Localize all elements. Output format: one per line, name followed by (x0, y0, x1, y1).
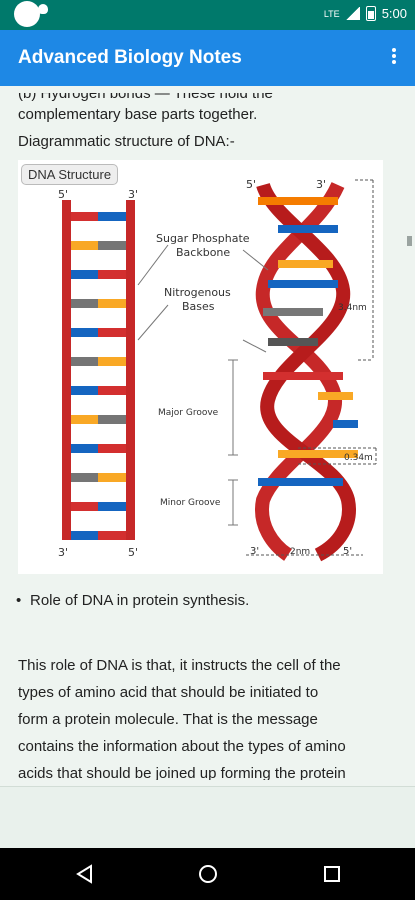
article-content[interactable]: (b) Hydrogen bonds — These hold the comp… (0, 86, 415, 786)
measure-width: 2nm (290, 547, 310, 557)
home-icon[interactable] (198, 864, 218, 884)
base-g (98, 328, 126, 337)
measure-pitch: 3.4nm (338, 303, 367, 313)
helix-bottom-right-label: 5' (343, 546, 352, 557)
base-c (71, 328, 98, 337)
bottom-panel (0, 786, 415, 849)
base-t (98, 357, 126, 366)
ladder-bottom-left-label: 3' (58, 546, 68, 559)
label-backbone-line2: Backbone (176, 246, 230, 259)
text-line: acids that should be joined up forming t… (18, 765, 346, 780)
text-line: types of amino acid that should be initi… (18, 684, 319, 701)
base-g (98, 270, 126, 279)
text-line: This role of DNA is that, it instructs t… (18, 657, 341, 674)
cat-icon (38, 4, 48, 14)
label-bases-line2: Bases (182, 300, 215, 313)
recents-icon[interactable] (322, 864, 342, 884)
base-a (71, 299, 98, 308)
base-a (71, 357, 98, 366)
ladder-bottom-right-label: 5' (128, 546, 138, 559)
text-line: form a protein molecule. That is the mes… (18, 711, 318, 728)
base-a (98, 241, 126, 250)
app-notification-icon (14, 1, 40, 27)
base-c (71, 444, 98, 453)
ladder-top-left-label: 5' (58, 188, 68, 201)
text-line: complementary base parts together. (18, 106, 258, 123)
status-right: LTE 5:00 (324, 6, 407, 21)
overflow-menu-icon[interactable] (392, 46, 398, 66)
label-major-groove: Major Groove (158, 408, 219, 418)
system-nav-bar (0, 848, 415, 900)
base-t (71, 415, 98, 424)
base-c (98, 502, 126, 511)
ladder-top-right-label: 3' (128, 188, 138, 201)
helix-top-right-label: 3' (316, 178, 326, 191)
scrollbar[interactable] (407, 236, 412, 246)
dna-diagram-svg: 5' 3' 3' 5' 5' 3' 3' 5' Sugar Phosphate … (58, 178, 377, 562)
base-g (71, 212, 98, 221)
text-line: Diagrammatic structure of DNA:- (18, 133, 235, 150)
diagram-tag: DNA Structure (21, 164, 119, 185)
signal-icon (345, 7, 360, 20)
base-a (71, 473, 98, 482)
label-minor-groove: Minor Groove (160, 498, 221, 508)
label-backbone-line1: Sugar Phosphate (156, 232, 250, 245)
helix-bottom-left-label: 3' (250, 546, 259, 557)
base-g (71, 502, 98, 511)
partial-line: (b) Hydrogen bonds — These hold the (18, 86, 273, 102)
status-time: 5:00 (381, 6, 407, 21)
base-g (98, 386, 126, 395)
status-bar: LTE 5:00 (0, 0, 415, 30)
dna-helix (137, 179, 377, 562)
base-c (98, 212, 126, 221)
text-line: contains the information about the types… (18, 738, 346, 755)
base-t (98, 299, 126, 308)
base-c (71, 386, 98, 395)
label-bases-line1: Nitrogenous (164, 286, 231, 299)
bullet-item: Role of DNA in protein synthesis. (16, 592, 249, 609)
base-g (98, 444, 126, 453)
base-t (98, 473, 126, 482)
base-g (98, 531, 126, 540)
diagram-labels: 5' 3' 3' 5' 5' 3' 3' 5' Sugar Phosphate … (58, 178, 373, 559)
app-title: Advanced Biology Notes (18, 47, 242, 68)
base-c (71, 531, 98, 540)
dna-diagram: DNA Structure (18, 160, 383, 574)
base-a (98, 415, 126, 424)
helix-top-left-label: 5' (246, 178, 256, 191)
dna-ladder (62, 200, 135, 540)
base-t (71, 241, 98, 250)
battery-icon (365, 6, 376, 21)
network-type: LTE (323, 8, 340, 19)
base-c (71, 270, 98, 279)
back-icon[interactable] (75, 864, 95, 884)
measure-step: 0.34m (344, 453, 373, 463)
app-bar: Advanced Biology Notes (0, 30, 415, 86)
